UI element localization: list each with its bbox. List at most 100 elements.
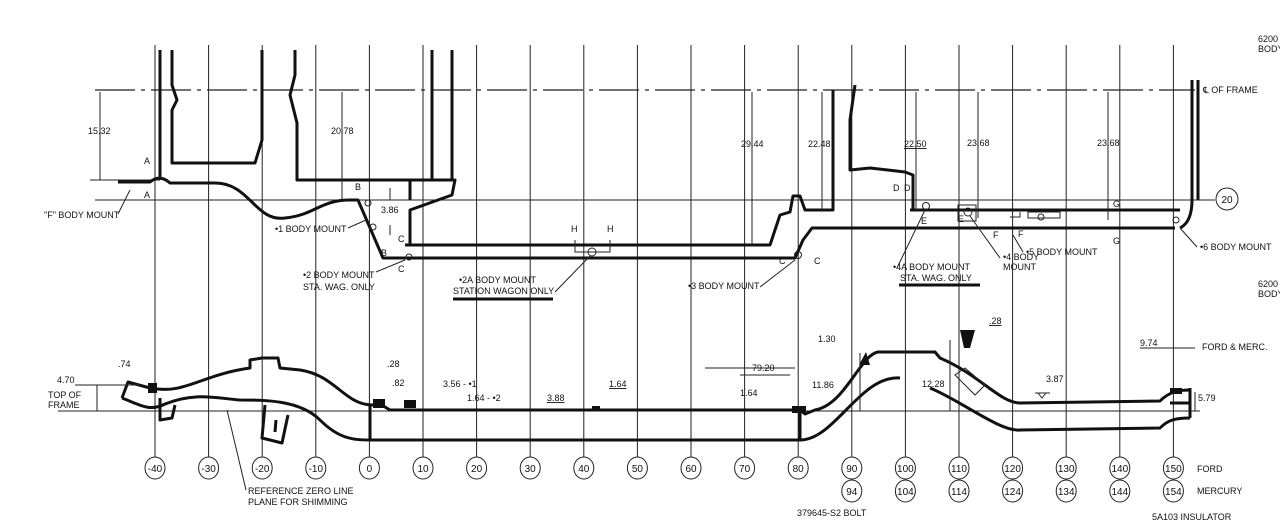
svg-text:C: C bbox=[814, 256, 821, 266]
dim-1-64-c: 1.64 bbox=[609, 379, 627, 389]
centerline-label: ℄ OF FRAME bbox=[1202, 85, 1258, 95]
edge-label: 6200 bbox=[1258, 279, 1278, 289]
side-view-frame bbox=[120, 330, 1192, 445]
station-circle bbox=[894, 456, 916, 480]
station-circle bbox=[1109, 456, 1131, 480]
plan-leaders bbox=[117, 189, 1198, 293]
station-label: 80 bbox=[793, 464, 805, 475]
f-body-mount-label: "F" BODY MOUNT bbox=[44, 210, 120, 220]
mercury-station-circle bbox=[1109, 479, 1131, 503]
edge-label: BODY bbox=[1258, 44, 1280, 54]
mercury-station-circle bbox=[841, 479, 863, 503]
top-of-frame-label-2: FRAME bbox=[48, 400, 80, 410]
mercury-station-label: 114 bbox=[951, 487, 967, 498]
mercury-station-circle bbox=[1162, 479, 1184, 503]
mount-pad bbox=[404, 400, 416, 408]
station-grid-lines bbox=[154, 45, 1174, 457]
station-circle bbox=[251, 456, 273, 480]
station-circle bbox=[841, 456, 863, 480]
insulator-label: 5A103 INSULATOR bbox=[1152, 512, 1232, 522]
station-label: -10 bbox=[309, 464, 324, 475]
svg-text:C: C bbox=[779, 256, 786, 266]
dim-11-86: 11.86 bbox=[812, 380, 834, 390]
bolt-label: 379645-S2 BOLT bbox=[797, 508, 867, 518]
svg-text:A: A bbox=[144, 156, 150, 166]
svg-text:C: C bbox=[398, 264, 405, 274]
body-mount-4-label: •4 BODY bbox=[1003, 252, 1039, 262]
dim-4-70: 4.70 bbox=[57, 375, 75, 385]
station-circle bbox=[680, 456, 702, 480]
dim-3-56: 3.56 - •1 bbox=[443, 379, 477, 389]
dim-0-28-b: .28 bbox=[989, 316, 1002, 326]
station-circle bbox=[144, 456, 166, 480]
dim-3-87: 3.87 bbox=[1046, 374, 1064, 384]
body-mount-5-label: •5 BODY MOUNT bbox=[1026, 247, 1098, 257]
mercury-station-circle bbox=[1055, 479, 1077, 503]
station-circle bbox=[198, 456, 220, 480]
station-circle bbox=[1055, 456, 1077, 480]
dim-20-78: 20.78 bbox=[331, 126, 354, 136]
station-label: 10 bbox=[417, 464, 429, 475]
mercury-station-circle bbox=[948, 479, 970, 503]
mercury-station-label: 124 bbox=[1004, 487, 1021, 498]
svg-text:A: A bbox=[144, 190, 150, 200]
svg-text:D: D bbox=[904, 183, 911, 193]
body-mount-4a-label: •4A BODY MOUNT bbox=[893, 262, 971, 272]
station-label: 120 bbox=[1004, 464, 1021, 475]
body-mount-2-note: STA. WAG. ONLY bbox=[303, 282, 375, 292]
station-circle bbox=[1162, 456, 1184, 480]
body-mount-3-label: •3 BODY MOUNT bbox=[688, 281, 760, 291]
station-circle bbox=[734, 456, 756, 480]
svg-text:C: C bbox=[398, 234, 405, 244]
ford-merc-label: FORD & MERC. bbox=[1202, 342, 1268, 352]
svg-text:B: B bbox=[355, 182, 361, 192]
mercury-station-circle bbox=[894, 479, 916, 503]
plan-view-frame bbox=[118, 50, 1200, 261]
mount-pad bbox=[373, 399, 385, 408]
station-label: 150 bbox=[1165, 464, 1182, 475]
station-circle bbox=[305, 456, 327, 480]
svg-text:G: G bbox=[1113, 236, 1120, 246]
mercury-station-label: 144 bbox=[1111, 487, 1128, 498]
mount-pad bbox=[148, 383, 157, 393]
dim-1-30: 1.30 bbox=[818, 334, 836, 344]
station-circle bbox=[466, 456, 488, 480]
station-label: 40 bbox=[578, 464, 590, 475]
station-label: 70 bbox=[739, 464, 751, 475]
svg-text:B: B bbox=[381, 248, 387, 258]
mercury-station-circle bbox=[1002, 479, 1024, 503]
body-mount-2a-label: •2A BODY MOUNT bbox=[459, 275, 537, 285]
ford-label: FORD bbox=[1197, 464, 1223, 474]
dim-3-86: 3.86 bbox=[381, 205, 399, 215]
station-circle bbox=[948, 456, 970, 480]
svg-text:D: D bbox=[893, 183, 900, 193]
mount-pad bbox=[859, 352, 870, 365]
station-circle bbox=[519, 456, 541, 480]
station-label: 110 bbox=[951, 464, 967, 475]
station-circle bbox=[358, 456, 380, 480]
svg-text:H: H bbox=[607, 224, 614, 234]
mount-pad bbox=[792, 406, 806, 413]
dim-3-88: 3.88 bbox=[547, 393, 565, 403]
dim-23-68-b: 23.68 bbox=[1097, 138, 1120, 148]
dim-0-28-a: .28 bbox=[387, 359, 400, 369]
station-label: 20 bbox=[471, 464, 483, 475]
station-label: 30 bbox=[525, 464, 537, 475]
plan-dimension-lines bbox=[99, 92, 1109, 245]
dim-79-20: 79.20 bbox=[752, 363, 775, 373]
svg-text:G: G bbox=[1113, 199, 1120, 209]
station-label: 140 bbox=[1111, 464, 1128, 475]
svg-text:F: F bbox=[1018, 229, 1024, 239]
reference-label-2: PLANE FOR SHIMMING bbox=[248, 497, 348, 507]
station-circle bbox=[626, 456, 648, 480]
body-mount-4-label-2: MOUNT bbox=[1003, 262, 1036, 272]
mount-pad bbox=[592, 406, 600, 411]
station-label: 50 bbox=[632, 464, 644, 475]
mercury-station-label: 104 bbox=[897, 487, 914, 498]
dim-22-48: 22.48 bbox=[808, 139, 831, 149]
dim-5-79: 5.79 bbox=[1198, 393, 1216, 403]
section-marker-label: 20 bbox=[1221, 195, 1233, 206]
